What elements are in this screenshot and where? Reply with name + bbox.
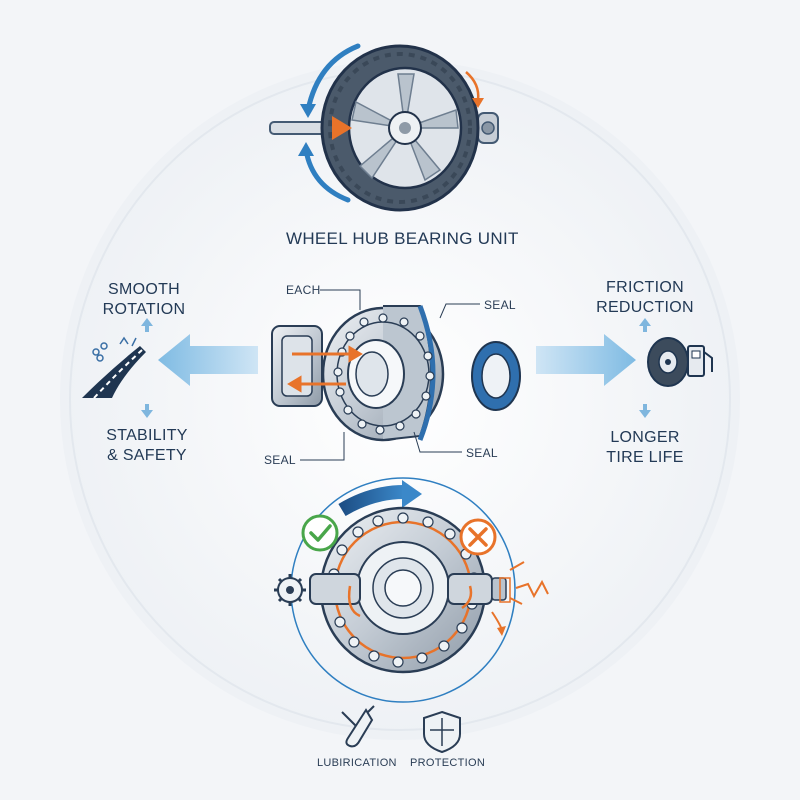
benefit-line: STABILITY: [106, 427, 188, 444]
benefit-stability-safety: STABILITY & SAFETY: [95, 426, 199, 466]
benefit-line: TIRE LIFE: [606, 449, 684, 466]
right-arrow: [536, 334, 636, 386]
benefit-smooth-rotation: SMOOTH ROTATION: [92, 280, 196, 320]
tire-icon: [647, 337, 689, 387]
gas-pump-icon: [687, 345, 713, 377]
benefit-line: ROTATION: [102, 301, 186, 318]
diagram-title: WHEEL HUB BEARING UNIT: [286, 229, 519, 248]
label-protection: PROTECTION: [410, 757, 486, 769]
benefit-line: LONGER: [610, 429, 680, 446]
benefit-longer-tire-life: LONGER TIRE LIFE: [592, 428, 698, 468]
label-lubrication: LUBIRICATION: [317, 757, 397, 769]
check-icon: [301, 514, 339, 552]
callout-seal-bottom-left: SEAL: [264, 453, 296, 467]
road-icon: [82, 336, 146, 399]
bearing-exploded-view: [271, 305, 521, 442]
benefit-line: FRICTION: [606, 279, 684, 296]
benefit-friction-reduction: FRICTION REDUCTION: [592, 278, 698, 318]
callout-each: EACH: [286, 283, 321, 297]
bearing-lubrication-view: [290, 477, 549, 703]
benefit-line: SMOOTH: [107, 281, 181, 298]
wrench-icon: [341, 705, 375, 748]
cross-icon: [459, 518, 497, 556]
callout-seal-top-right: SEAL: [484, 298, 516, 312]
benefit-line: REDUCTION: [596, 299, 694, 316]
left-arrow: [158, 334, 258, 386]
callout-seal-bottom-right: SEAL: [466, 446, 498, 460]
shield-icon: [423, 710, 461, 754]
benefit-line: & SAFETY: [107, 447, 187, 464]
wheel-assembly: [269, 43, 499, 212]
gear-icon: [274, 574, 306, 606]
